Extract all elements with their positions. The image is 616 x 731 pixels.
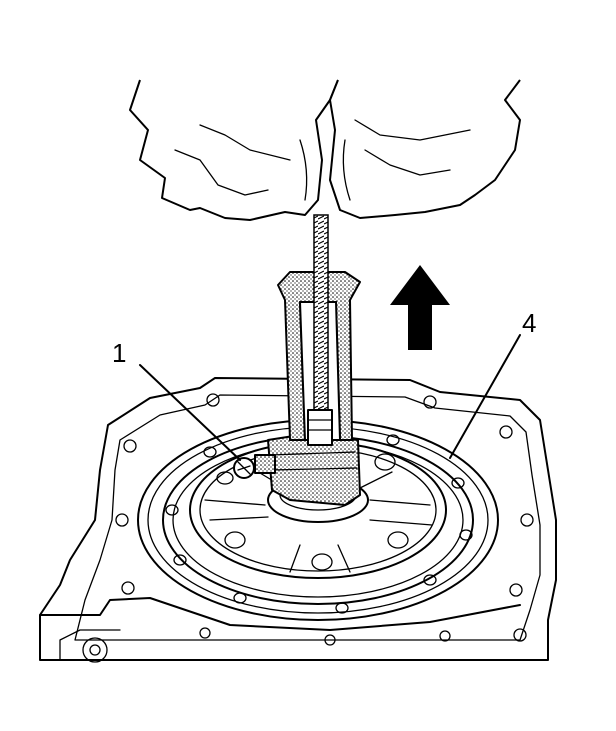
oil-pump-assembly (137, 419, 499, 621)
case-bolt-holes (115, 393, 534, 646)
seal-puller-tool (233, 214, 361, 506)
callout-4-label: 4 (522, 308, 536, 338)
pump-bolt-holes (165, 424, 473, 614)
leader-lines (139, 334, 521, 461)
forcing-screw (313, 214, 329, 421)
up-arrow-icon (390, 265, 450, 350)
hands (129, 79, 521, 221)
side-screw (233, 454, 276, 479)
callout-1-label: 1 (112, 338, 126, 368)
